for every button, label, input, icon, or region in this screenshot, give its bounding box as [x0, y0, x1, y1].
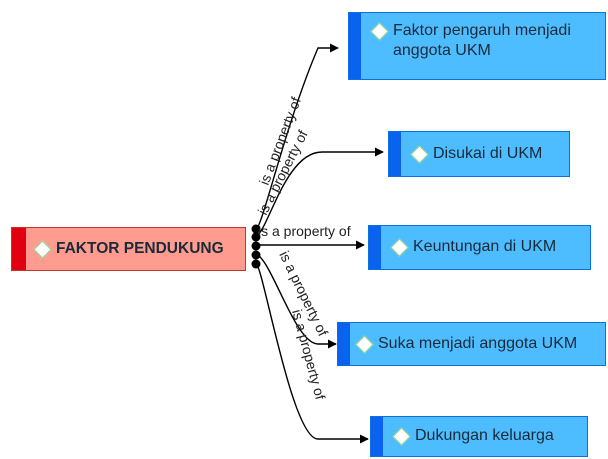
property-color-bar [369, 226, 381, 269]
concept-node[interactable]: FAKTOR PENDUKUNG [11, 227, 246, 271]
concept-label: FAKTOR PENDUKUNG [56, 240, 224, 258]
edge-4[interactable] [255, 253, 337, 349]
diamond-icon [390, 238, 409, 257]
edge-2[interactable] [255, 147, 384, 237]
property-color-bar [338, 323, 350, 365]
property-color-bar [349, 13, 361, 79]
property-label-4: Suka menjadi anggota UKM [378, 334, 578, 352]
property-color-bar [389, 132, 401, 176]
property-color-bar [371, 417, 383, 456]
property-node-5[interactable]: Dukungan keluarga [370, 416, 588, 457]
connector-dot-4[interactable] [251, 250, 261, 260]
concept-color-bar [12, 228, 26, 270]
diamond-icon [392, 427, 411, 446]
property-label-3: Keuntungan di UKM [413, 238, 557, 256]
connector-dot-2[interactable] [251, 232, 261, 242]
diamond-icon [370, 22, 389, 41]
diamond-icon [33, 239, 52, 259]
connector-dot-5[interactable] [251, 259, 261, 269]
property-label-2: Disukai di UKM [433, 144, 543, 162]
property-label-5: Dukungan keluarga [415, 427, 554, 445]
property-node-4[interactable]: Suka menjadi anggota UKM [337, 322, 606, 366]
diamond-icon [410, 144, 429, 164]
edge-label-3: is a property of [258, 223, 351, 239]
property-node-1[interactable]: Faktor pengaruh menjadi anggota UKM [348, 12, 606, 80]
property-node-2[interactable]: Disukai di UKM [388, 131, 570, 177]
connector-dot-1[interactable] [251, 224, 261, 234]
edge-1[interactable] [255, 43, 339, 230]
property-label-1: Faktor pengaruh menjadi anggota UKM [393, 22, 571, 60]
connector-dot-3[interactable] [251, 241, 261, 251]
edge-5[interactable] [255, 262, 369, 444]
property-node-3[interactable]: Keuntungan di UKM [368, 225, 591, 270]
diamond-icon [355, 334, 374, 354]
